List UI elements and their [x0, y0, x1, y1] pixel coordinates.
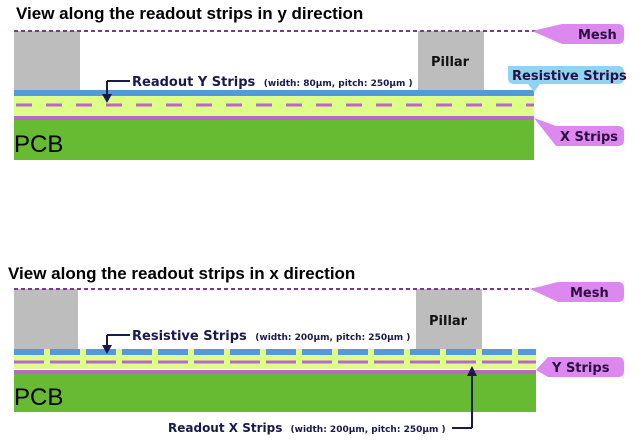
- y-strips-label: Y Strips: [551, 361, 610, 376]
- pillar-left: [14, 289, 78, 349]
- pcb: [14, 374, 536, 412]
- pillar-right: [418, 31, 484, 91]
- cross-section-x: Pillar PCB Resistive Strips (width: 200µ…: [14, 282, 624, 435]
- pcb-label: PCB: [14, 131, 63, 158]
- dielectric-layer: [14, 96, 534, 116]
- readout-x-callout: Readout X Strips (width: 200µm, pitch: 2…: [168, 421, 446, 435]
- x-strip-layer: [14, 116, 534, 120]
- pcb-label: PCB: [14, 384, 63, 411]
- pillar-label: Pillar: [431, 55, 470, 70]
- y-strips-tag: [536, 357, 624, 377]
- mesh-label: Mesh: [578, 28, 617, 43]
- resistive-callout: Resistive Strips (width: 200µm, pitch: 2…: [132, 329, 410, 344]
- mesh-label: Mesh: [570, 286, 609, 301]
- pillar-label: Pillar: [429, 314, 468, 329]
- arrow-head-icon: [102, 94, 112, 103]
- cross-section-y: Pillar PCB Readout Y Strips (width: 80µm…: [14, 24, 627, 160]
- x-strips-tag: [534, 118, 624, 146]
- y-strip-layer: [14, 370, 536, 374]
- readout-main: Readout Y Strips: [132, 75, 256, 90]
- mesh-tag: [532, 24, 624, 44]
- panel-y-direction: View along the readout strips in y direc…: [0, 0, 638, 200]
- resistive-tag: [508, 66, 624, 92]
- resistive-main: Resistive Strips: [132, 329, 247, 344]
- panel-title: View along the readout strips in x direc…: [8, 264, 356, 283]
- readout-detail: (width: 80µm, pitch: 250µm ): [264, 79, 413, 89]
- readout-y-label: Readout Y Strips (width: 80µm, pitch: 25…: [132, 75, 413, 90]
- panel-x-direction: View along the readout strips in x direc…: [0, 262, 638, 441]
- readout-main: Readout X Strips: [168, 421, 282, 435]
- resistive-detail: (width: 200µm, pitch: 250µm ): [255, 333, 410, 343]
- x-strips-label: X Strips: [560, 130, 618, 145]
- arrow-head-icon: [102, 345, 112, 354]
- pcb: [14, 120, 534, 160]
- readout-detail: (width: 200µm, pitch: 250µm ): [291, 425, 446, 435]
- arrow-head-icon: [467, 366, 477, 376]
- mesh-tag: [530, 282, 624, 302]
- pillar-left: [14, 31, 80, 91]
- resistive-layer: [14, 90, 534, 96]
- pillar-right: [416, 289, 482, 349]
- panel-title: View along the readout strips in y direc…: [16, 4, 364, 23]
- resistive-label: Resistive Strips: [512, 69, 627, 84]
